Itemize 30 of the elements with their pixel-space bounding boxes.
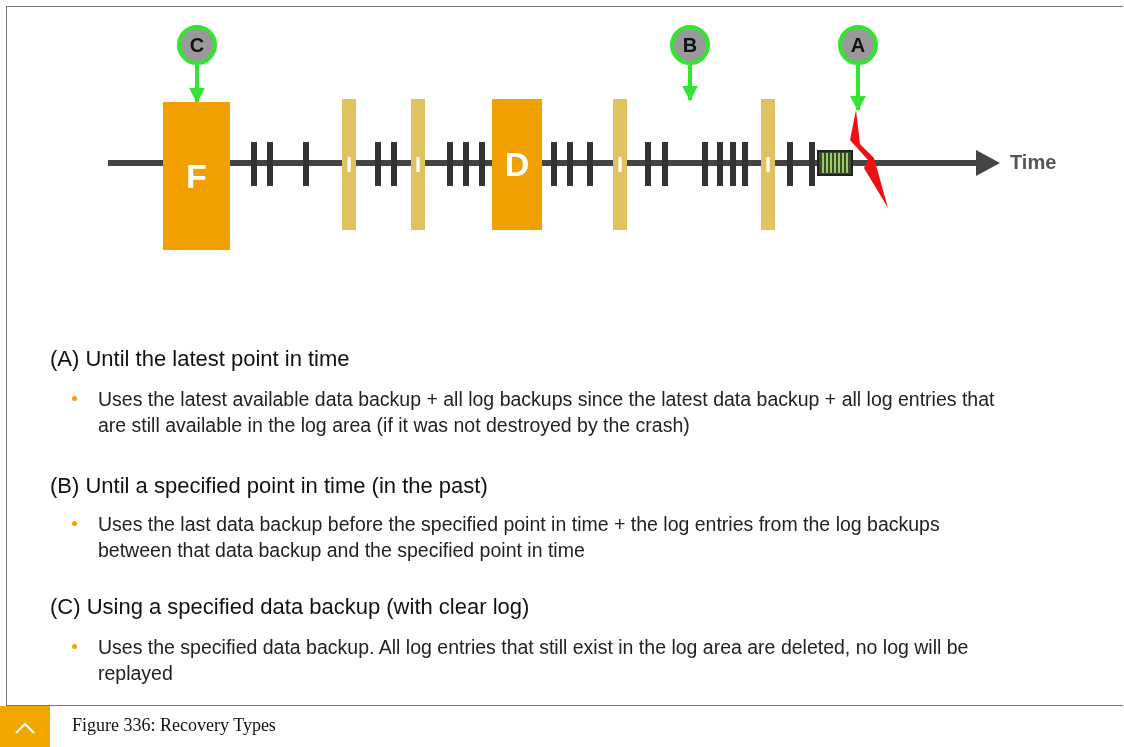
- backup-letter: I: [764, 151, 772, 178]
- bullet-text: Uses the specified data backup. All log entries that still exist in the log area are deleted, no log will be replayed: [98, 635, 970, 686]
- marker-letter: C: [189, 33, 205, 57]
- axis-label: Time: [1010, 151, 1057, 174]
- backup-bar: [411, 99, 425, 230]
- backup-bar: [163, 102, 230, 250]
- backup-letter: I: [616, 151, 624, 178]
- backup-bar: [761, 99, 775, 230]
- backup-letter: F: [186, 156, 207, 196]
- marker-circle: [670, 25, 710, 65]
- arrow: [682, 65, 698, 102]
- caption: Figure 336: Recovery Types: [72, 715, 276, 736]
- backup-bar: [342, 99, 356, 230]
- heading: (B) Until a specified point in time (in the past): [50, 473, 488, 499]
- bullet-text: Uses the latest available data backup + all log backups since the latest data backup + all log entries that are still available in the log area (if it was not destroyed by the crash): [98, 387, 996, 438]
- arrow: [850, 65, 866, 112]
- backup-bar: [613, 99, 627, 230]
- backup-letter: D: [504, 145, 530, 184]
- lightning-icon: [850, 110, 888, 208]
- heading: (A) Until the latest point in time: [50, 346, 350, 372]
- arrow: [189, 65, 205, 104]
- backup-letter: I: [345, 151, 353, 178]
- marker-letter: A: [850, 33, 866, 57]
- backup-letter: I: [414, 151, 422, 178]
- backup-bar: [492, 99, 542, 230]
- marker-letter: B: [682, 33, 698, 57]
- bullet-text: Uses the last data backup before the specified point in time + the log entries from the log backups between that data backup and the specified point in time: [98, 512, 941, 563]
- marker-circle: [838, 25, 878, 65]
- marker-circle: [177, 25, 217, 65]
- heading: (C) Using a specified data backup (with clear log): [50, 594, 530, 620]
